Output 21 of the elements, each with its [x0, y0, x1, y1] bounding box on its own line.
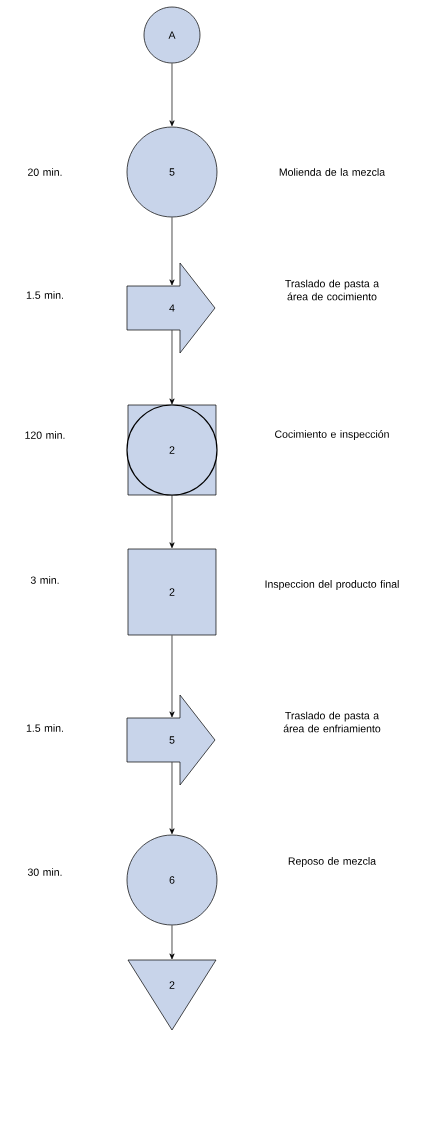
step-description: Molienda de la mezcla: [279, 168, 386, 176]
step-description: Traslado de pasta a área de enfriamiento: [283, 711, 381, 733]
duration-label: 1.5 min.: [26, 724, 63, 732]
arrow: [169, 761, 175, 835]
arrow: [169, 217, 175, 286]
duration-label: 30 min.: [27, 868, 62, 876]
storage-triangle: 2: [127, 959, 217, 1031]
arrow: [169, 635, 175, 718]
arrow: [169, 329, 175, 405]
inspection-square: 2: [127, 548, 217, 636]
duration-label: 1.5 min.: [26, 291, 63, 299]
duration-label: 20 min.: [28, 168, 62, 176]
duration-label: 3 min.: [30, 576, 59, 584]
arrow: [169, 925, 175, 960]
duration-label: 120 min.: [25, 431, 65, 439]
arrow: [169, 494, 175, 549]
step-description: Inspeccion del producto final: [265, 580, 399, 590]
step-description: Traslado de pasta a área de cocimiento: [285, 279, 380, 301]
step-description: Reposo de mezcla: [288, 857, 377, 867]
arrow: [169, 63, 175, 127]
step-description: Cocimiento e inspección: [275, 430, 389, 440]
